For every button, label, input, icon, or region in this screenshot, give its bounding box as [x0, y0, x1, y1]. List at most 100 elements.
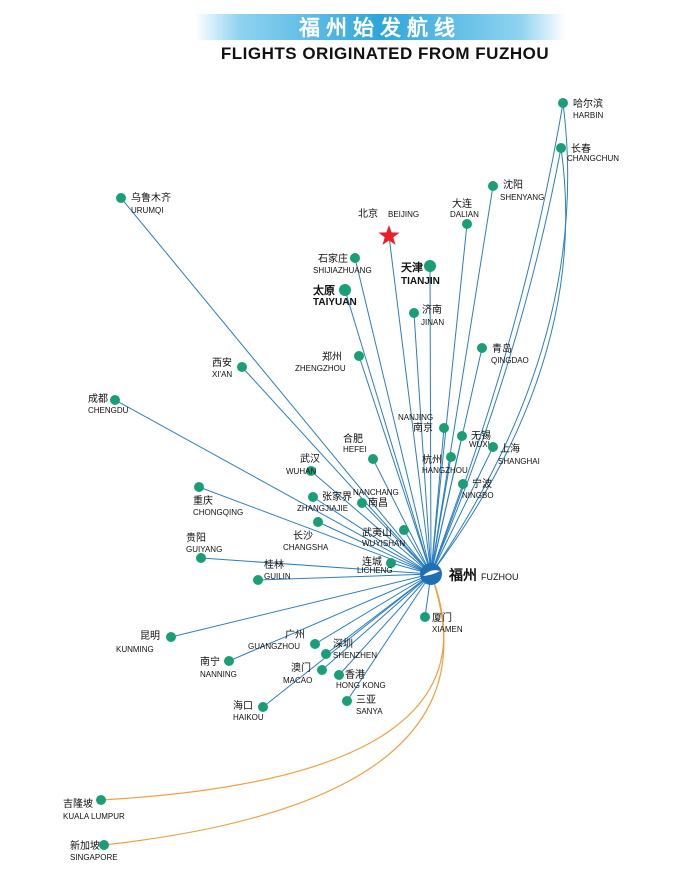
- route-line-nanchang: [361, 502, 432, 575]
- title-chinese: 福州始发航线: [299, 15, 461, 40]
- route-line-alt-harbin: [430, 102, 569, 575]
- route-line-taiyuan: [344, 289, 432, 575]
- route-line-zhangjiajie: [312, 496, 432, 575]
- city-dot: [317, 665, 327, 675]
- route-line-macao: [321, 573, 432, 671]
- route-line-zhengzhou: [358, 355, 432, 575]
- city-dot: [334, 670, 344, 680]
- city-label-en: NANJING: [398, 413, 433, 422]
- city-label-cn: 长沙: [293, 530, 313, 542]
- title-banner: [195, 14, 565, 40]
- city-label-en: HARBIN: [573, 111, 603, 120]
- route-line-hongkong: [338, 573, 432, 676]
- city-dot: [194, 482, 204, 492]
- city-dot: [556, 143, 566, 153]
- hub-label-cn: 福州: [448, 567, 477, 584]
- city-dot: [116, 193, 126, 203]
- route-line-haikou: [262, 573, 432, 708]
- city-label-cn: 南昌: [368, 496, 388, 509]
- route-line-shijiazhuang: [354, 257, 432, 575]
- route-lines: [100, 102, 569, 846]
- route-line-nanning: [228, 573, 432, 662]
- city-label-en: URUMQI: [131, 206, 163, 215]
- city-label-cn: 香港: [345, 669, 365, 681]
- city-dot: [342, 696, 352, 706]
- city-label-en: TAIYUAN: [313, 297, 357, 308]
- route-line-beijing: [388, 235, 432, 575]
- city-label-en: JINAN: [421, 318, 444, 327]
- city-dot: [110, 395, 120, 405]
- city-shanghai[interactable]: 上海 SHANGHAI: [488, 442, 540, 466]
- city-label-en: XIAMEN: [432, 625, 463, 634]
- city-label-en: SHANGHAI: [498, 457, 540, 466]
- city-label-en: DALIAN: [450, 210, 479, 219]
- city-label-en: BEIJING: [388, 210, 419, 219]
- city-dot: [258, 702, 268, 712]
- route-line-sanya: [346, 573, 432, 702]
- city-label-en: SINGAPORE: [70, 853, 118, 862]
- city-label-cn: 天津: [401, 260, 423, 274]
- city-label-cn: 桂林: [264, 558, 284, 571]
- city-dot: [558, 98, 568, 108]
- city-label-cn: 三亚: [356, 695, 376, 706]
- city-label-cn: 南京: [413, 421, 433, 434]
- city-dot: [339, 284, 351, 296]
- city-label-cn: 吉隆坡: [63, 797, 93, 810]
- route-line-chengdu: [114, 399, 432, 575]
- city-label-en: QINGDAO: [491, 356, 529, 365]
- city-label-cn: 宁波: [472, 477, 492, 490]
- city-label-cn: 重庆: [193, 494, 213, 507]
- route-line-ningbo: [430, 483, 464, 575]
- route-line-harbin: [430, 102, 564, 575]
- route-line-hefei: [372, 458, 432, 575]
- city-label-en: SHIJIAZHUANG: [313, 266, 372, 275]
- city-dot: [96, 795, 106, 805]
- city-dot: [313, 517, 323, 527]
- city-label-cn: 上海: [500, 442, 520, 455]
- route-line-nanjing: [430, 427, 445, 575]
- city-dot: [386, 558, 396, 568]
- city-dot: [224, 656, 234, 666]
